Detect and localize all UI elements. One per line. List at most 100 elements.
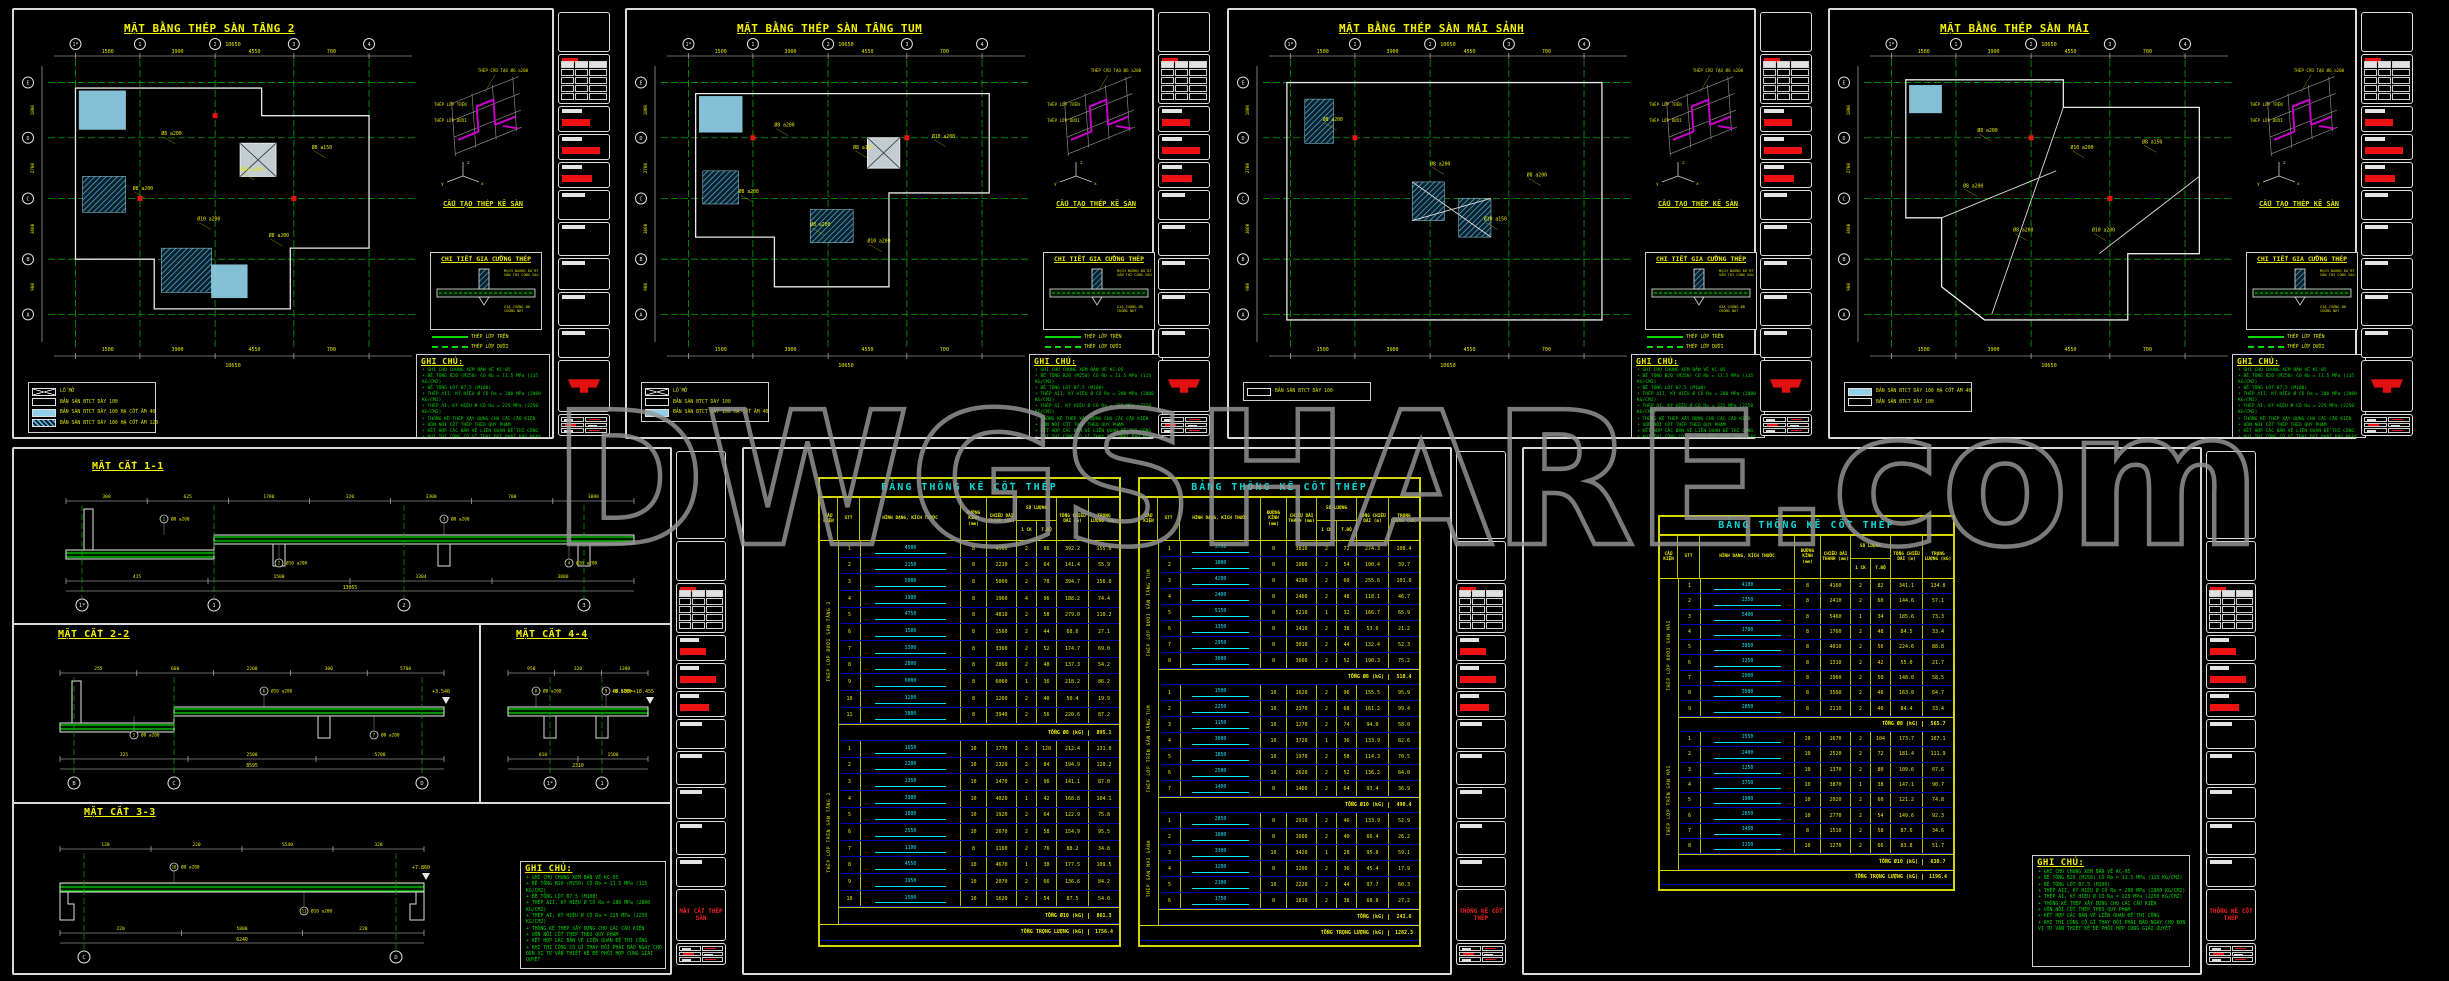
group-label-cell: THÉP LỚP TRÊN SÀN TẦNG 2	[820, 740, 839, 925]
notes-title: GHI CHÚ:	[2237, 357, 2280, 366]
rebar-label: Ø8 a200	[613, 688, 632, 695]
note-item: + BÊ TÔNG B20 (M250) CÓ Rb = 11.5 MPa (1…	[2038, 876, 2183, 882]
slab-hatch-zone	[809, 209, 854, 243]
cell-stt: 1	[839, 740, 861, 757]
cell-shape: 1500	[861, 890, 961, 907]
dim-number: 220	[359, 926, 368, 932]
cell-length: 2320	[987, 757, 1017, 774]
beam-section	[317, 715, 331, 739]
stamp-label-bar	[562, 165, 582, 169]
cell-diameter: 10	[961, 857, 987, 874]
dim-number: 1780	[263, 494, 274, 500]
cell-qty-tbo: 66	[1871, 839, 1891, 854]
cell-qty-tbo: 54	[1337, 557, 1357, 572]
header-cell: SỐ LƯỢNG	[1017, 498, 1056, 521]
total-value: 1282.3	[1388, 930, 1419, 936]
cell-shape: 1500	[1181, 685, 1261, 700]
cell-diameter: 10	[1261, 877, 1287, 892]
dim-number: 2700	[1846, 163, 1852, 174]
cell-stt: 6	[1679, 655, 1701, 670]
revision-table-box	[1456, 583, 1506, 633]
note-item: + BÊ TÔNG B20 (M250) CÓ Rb = 11.5 MPa (1…	[422, 374, 539, 386]
dim-number: 415	[133, 574, 142, 580]
cell-qty-tbo: 60	[1337, 573, 1357, 588]
cell-stt: 7	[1159, 781, 1181, 796]
subtotal-label: TỔNG Ø10 (kG)	[1044, 912, 1084, 919]
shape-length: 2850	[1214, 817, 1227, 823]
cell-shape: 5150	[1181, 605, 1261, 620]
title-block-box	[2361, 12, 2413, 52]
shape-length: 1350	[1214, 625, 1227, 631]
cell-qty-tbo: 58	[1337, 749, 1357, 764]
rebar-label: Ø8 a200	[133, 185, 153, 192]
dim-number: 1500	[715, 347, 727, 353]
shape-bar-line	[1714, 619, 1781, 621]
dim-number: 700	[1542, 347, 1551, 353]
dim-total: 10650	[1440, 363, 1456, 369]
note-item: + KHI THI CÔNG CÓ GÌ THAY ĐỔI PHẢI BÁO N…	[2238, 434, 2357, 438]
shape-bar-line	[1192, 856, 1249, 857]
cell-weight: 55.9	[1097, 562, 1111, 569]
revision-cell	[692, 598, 705, 605]
header-cell: TRỌNG LƯỢNG (kG)	[1390, 513, 1418, 524]
cell-length: 2910	[1287, 813, 1317, 828]
dim-number: 700	[940, 347, 949, 353]
dim-number: 2700	[30, 163, 36, 174]
cell-shape: 1350	[1181, 621, 1261, 636]
dim-number: 3600	[30, 223, 36, 234]
subtotal-row: TỔNG Ø8 (kG)895.1	[839, 724, 1119, 741]
cell-qty-1ck: 2	[1851, 640, 1871, 655]
cell-stt: 9	[839, 874, 861, 890]
stamp-label-bar	[680, 666, 700, 670]
cell-weight: 26.2	[1397, 833, 1411, 840]
sheet-number-grid	[561, 417, 607, 433]
revision-cell	[692, 622, 705, 629]
sheet-number-box	[2361, 414, 2413, 436]
shape-length: 3950	[1741, 643, 1754, 649]
dim-number: 1800	[1846, 105, 1852, 116]
revision-table	[2209, 590, 2253, 629]
roof-edge-line	[1412, 198, 1492, 221]
note-item: + THÉP AII, KÝ HIỆU Ø CÓ Ra = 280 MPa (2…	[422, 392, 541, 404]
cell-weight: 70.5	[1397, 753, 1411, 760]
plan-title: MẶT BẰNG THÉP SÀN MÁI SẢNH	[1339, 22, 1525, 35]
cell-stt: 3	[839, 574, 861, 590]
revision-cell	[1763, 85, 1776, 92]
dim-number: 3900	[1386, 49, 1398, 55]
revision-cell	[705, 590, 723, 597]
sheet-number-cell	[1184, 428, 1207, 433]
cell-shape: 2400	[1181, 589, 1261, 604]
callout-id: 7	[373, 733, 376, 738]
column-marker	[750, 135, 756, 141]
revision-cell	[2235, 622, 2253, 629]
cell-stt: 3	[839, 774, 861, 790]
cell-qty-1ck: 2	[1317, 781, 1337, 796]
stamp-red-bar	[562, 119, 590, 126]
cell-shape: 1200	[1181, 861, 1261, 876]
dim-number: 1800	[643, 105, 649, 116]
cell-qty-tbo: 46	[1337, 813, 1357, 828]
cell-weight: 39.7	[1397, 561, 1411, 568]
slab-outline	[74, 87, 370, 310]
group-label: THÉP LỚP TRÊN SÀN TẦNG 2	[826, 792, 832, 873]
dim-total: 10650	[838, 363, 854, 369]
cell-diameter: 10	[1261, 717, 1287, 732]
revision-cell	[1459, 622, 1472, 629]
stamp-box	[558, 162, 610, 188]
cell-total-length: 97.7	[1357, 877, 1389, 892]
shape-length: 3750	[1214, 545, 1227, 551]
sheet-number-cell	[1763, 428, 1786, 433]
stamp-label-bar	[1764, 137, 1784, 141]
shape-length: 1900	[1741, 796, 1754, 802]
cell-shape: 2150	[861, 557, 961, 574]
cell-stt: 3	[1159, 573, 1181, 588]
table-title: BẢNG THỐNG KÊ CỐT THÉP	[1660, 517, 1953, 536]
cell-qty-tbo: 76	[1037, 840, 1057, 857]
shape-bar-line	[1714, 696, 1781, 698]
cell-diameter: 8	[1261, 829, 1287, 844]
rebar-label: Ø10 a200	[867, 238, 890, 245]
